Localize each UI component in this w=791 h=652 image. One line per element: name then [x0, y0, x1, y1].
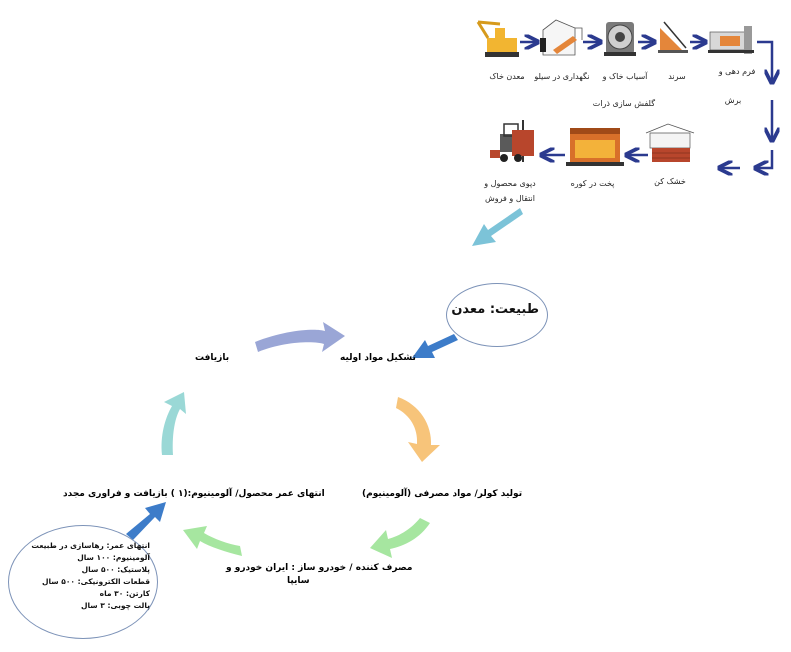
step-label-transfer: انتقال و فروش	[485, 194, 535, 203]
step-label-mill: آسیاب خاک و	[602, 72, 648, 81]
sieve-icon	[658, 21, 688, 53]
raw-materials-label: تشکیل مواد اولیه	[340, 353, 416, 363]
recycle-to-raw-arrow	[255, 322, 345, 352]
lifetime-aluminium: آلومینیوم: ۱۰۰ سال	[77, 553, 150, 562]
kiln-icon	[566, 128, 624, 166]
recycling-label: بازیافت	[195, 353, 230, 363]
disposal-title: انتهای عمر: رهاسازی در طبیعت	[31, 541, 150, 550]
eol-to-recycle-arrow	[161, 392, 186, 455]
lifetime-wood-pallet: پالت چوبی: ۳ سال	[80, 601, 150, 610]
step-label-forming: فرم دهی و	[718, 67, 756, 76]
silo-icon	[540, 19, 583, 56]
consumer-to-eol-arrow	[183, 526, 242, 556]
lifetime-electronics: قطعات الکترونیکی: ۵۰۰ سال	[41, 577, 150, 586]
disposal-lifetimes: انتهای عمر: رهاسازی در طبیعت آلومینیوم: …	[30, 540, 150, 612]
step-label-cutting: برش	[724, 96, 742, 105]
transition-arrow	[472, 208, 523, 246]
production-to-consumer-arrow	[370, 518, 430, 558]
consumer-label-line2: سایپا	[287, 576, 310, 586]
dryer-icon	[645, 123, 695, 162]
step-label-kiln: پخت در کوره	[570, 179, 615, 188]
end-of-life-label: انتهای عمر محصول/ آلومینیوم:(۱ ) بازیافت…	[63, 489, 325, 499]
disposal-ellipse	[8, 525, 158, 639]
consumer-label-line1: مصرف کننده / خودرو ساز : ایران خودرو و	[226, 563, 413, 573]
lifetime-plastic: پلاستیک: ۵۰۰ سال	[81, 565, 150, 574]
nature-mine-label: طبیعت: معدن	[451, 302, 539, 317]
production-label: تولید کولر/ مواد مصرفی (آلومینیوم)	[362, 489, 523, 499]
process-arrows	[520, 42, 772, 168]
press-cutter-icon	[708, 26, 754, 54]
raw-to-production-arrow	[396, 397, 440, 462]
step-label-storage: دپوی محصول و	[484, 179, 536, 188]
forklift-icon	[490, 120, 534, 162]
step-label-sieve: سرند	[668, 72, 686, 81]
step-label-dryer: خشک کن	[654, 177, 686, 186]
disposal-to-eol-arrow	[126, 502, 166, 540]
nature-to-raw-arrow	[412, 334, 458, 358]
nature-ellipse	[446, 283, 548, 347]
mill-icon	[604, 22, 636, 56]
step-label-granulation: گلفش سازی ذرات	[592, 99, 655, 108]
lifetime-carton: کارتن: ۳۰ ماه	[99, 589, 150, 598]
excavator-icon	[476, 20, 519, 57]
step-label-silo: نگهداری در سیلو	[534, 72, 590, 81]
step-label-mine: معدن خاک	[489, 72, 525, 81]
